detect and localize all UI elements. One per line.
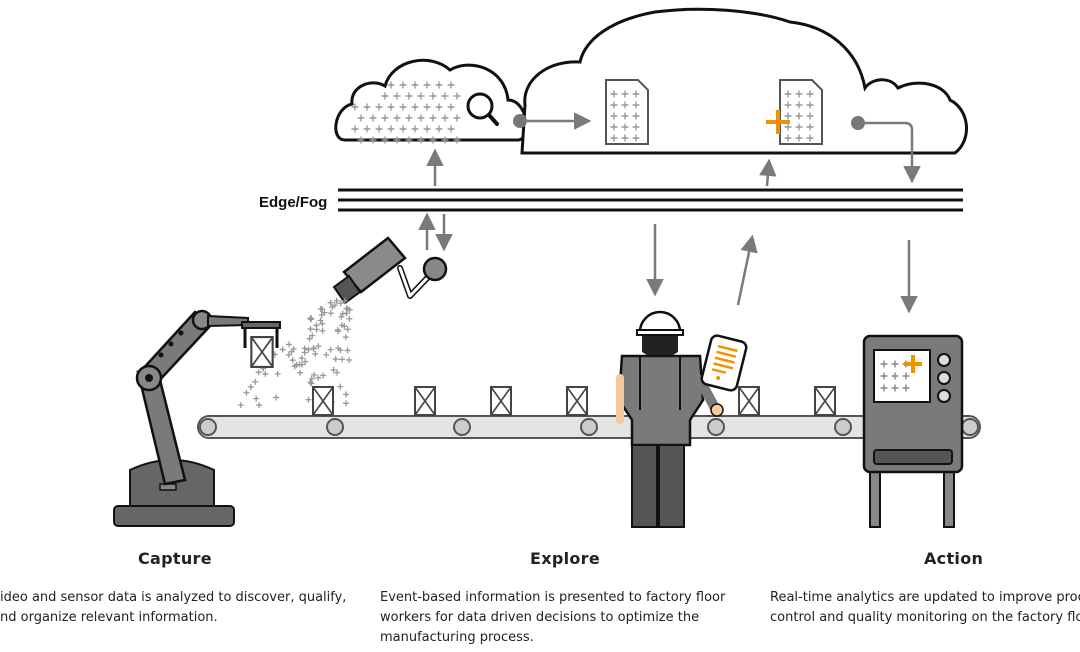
document-updated-icon — [766, 79, 823, 145]
camera-icon — [332, 236, 448, 305]
factory-worker — [616, 310, 724, 528]
edge-fog-label: Edge/Fog — [259, 194, 327, 211]
edge-fog-layer: Edge/Fog — [259, 188, 963, 212]
flow-arrows — [418, 148, 918, 314]
stage-description-action: Real-time analytics are updated to impro… — [770, 590, 1080, 625]
stage-description-capture: ideo and sensor data is analyzed to disc… — [0, 590, 347, 625]
magnifier-icon — [466, 92, 499, 126]
plus-data-cluster — [351, 81, 461, 144]
stage-title-explore: Explore — [530, 549, 601, 568]
data-node — [851, 116, 865, 130]
stage-title-action: Action — [924, 549, 984, 568]
data-node — [513, 114, 527, 128]
stage-title-capture: Capture — [138, 549, 212, 568]
right-cloud — [513, 7, 968, 184]
robot-arm — [113, 309, 281, 527]
conveyor-belt — [197, 415, 981, 439]
tablet-icon — [700, 334, 748, 392]
camera-data-stream — [237, 297, 353, 409]
left-cloud — [334, 58, 528, 144]
quality-control-machine — [862, 334, 964, 528]
stage-description-explore: Event-based information is presented to … — [380, 590, 726, 645]
product-crates — [312, 386, 836, 416]
document-icon — [605, 79, 649, 145]
